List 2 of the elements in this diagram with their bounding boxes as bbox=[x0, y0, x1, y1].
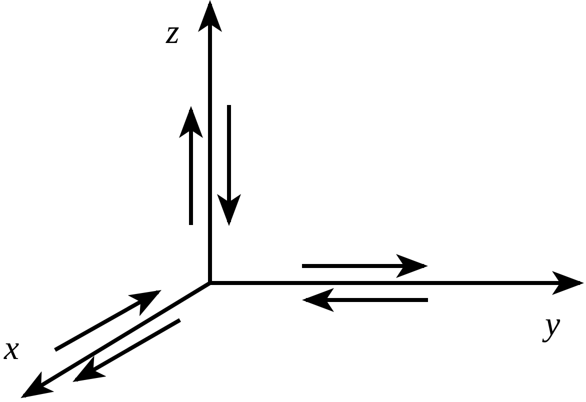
axis-label: z bbox=[166, 16, 180, 50]
axis-label: x bbox=[4, 332, 20, 366]
